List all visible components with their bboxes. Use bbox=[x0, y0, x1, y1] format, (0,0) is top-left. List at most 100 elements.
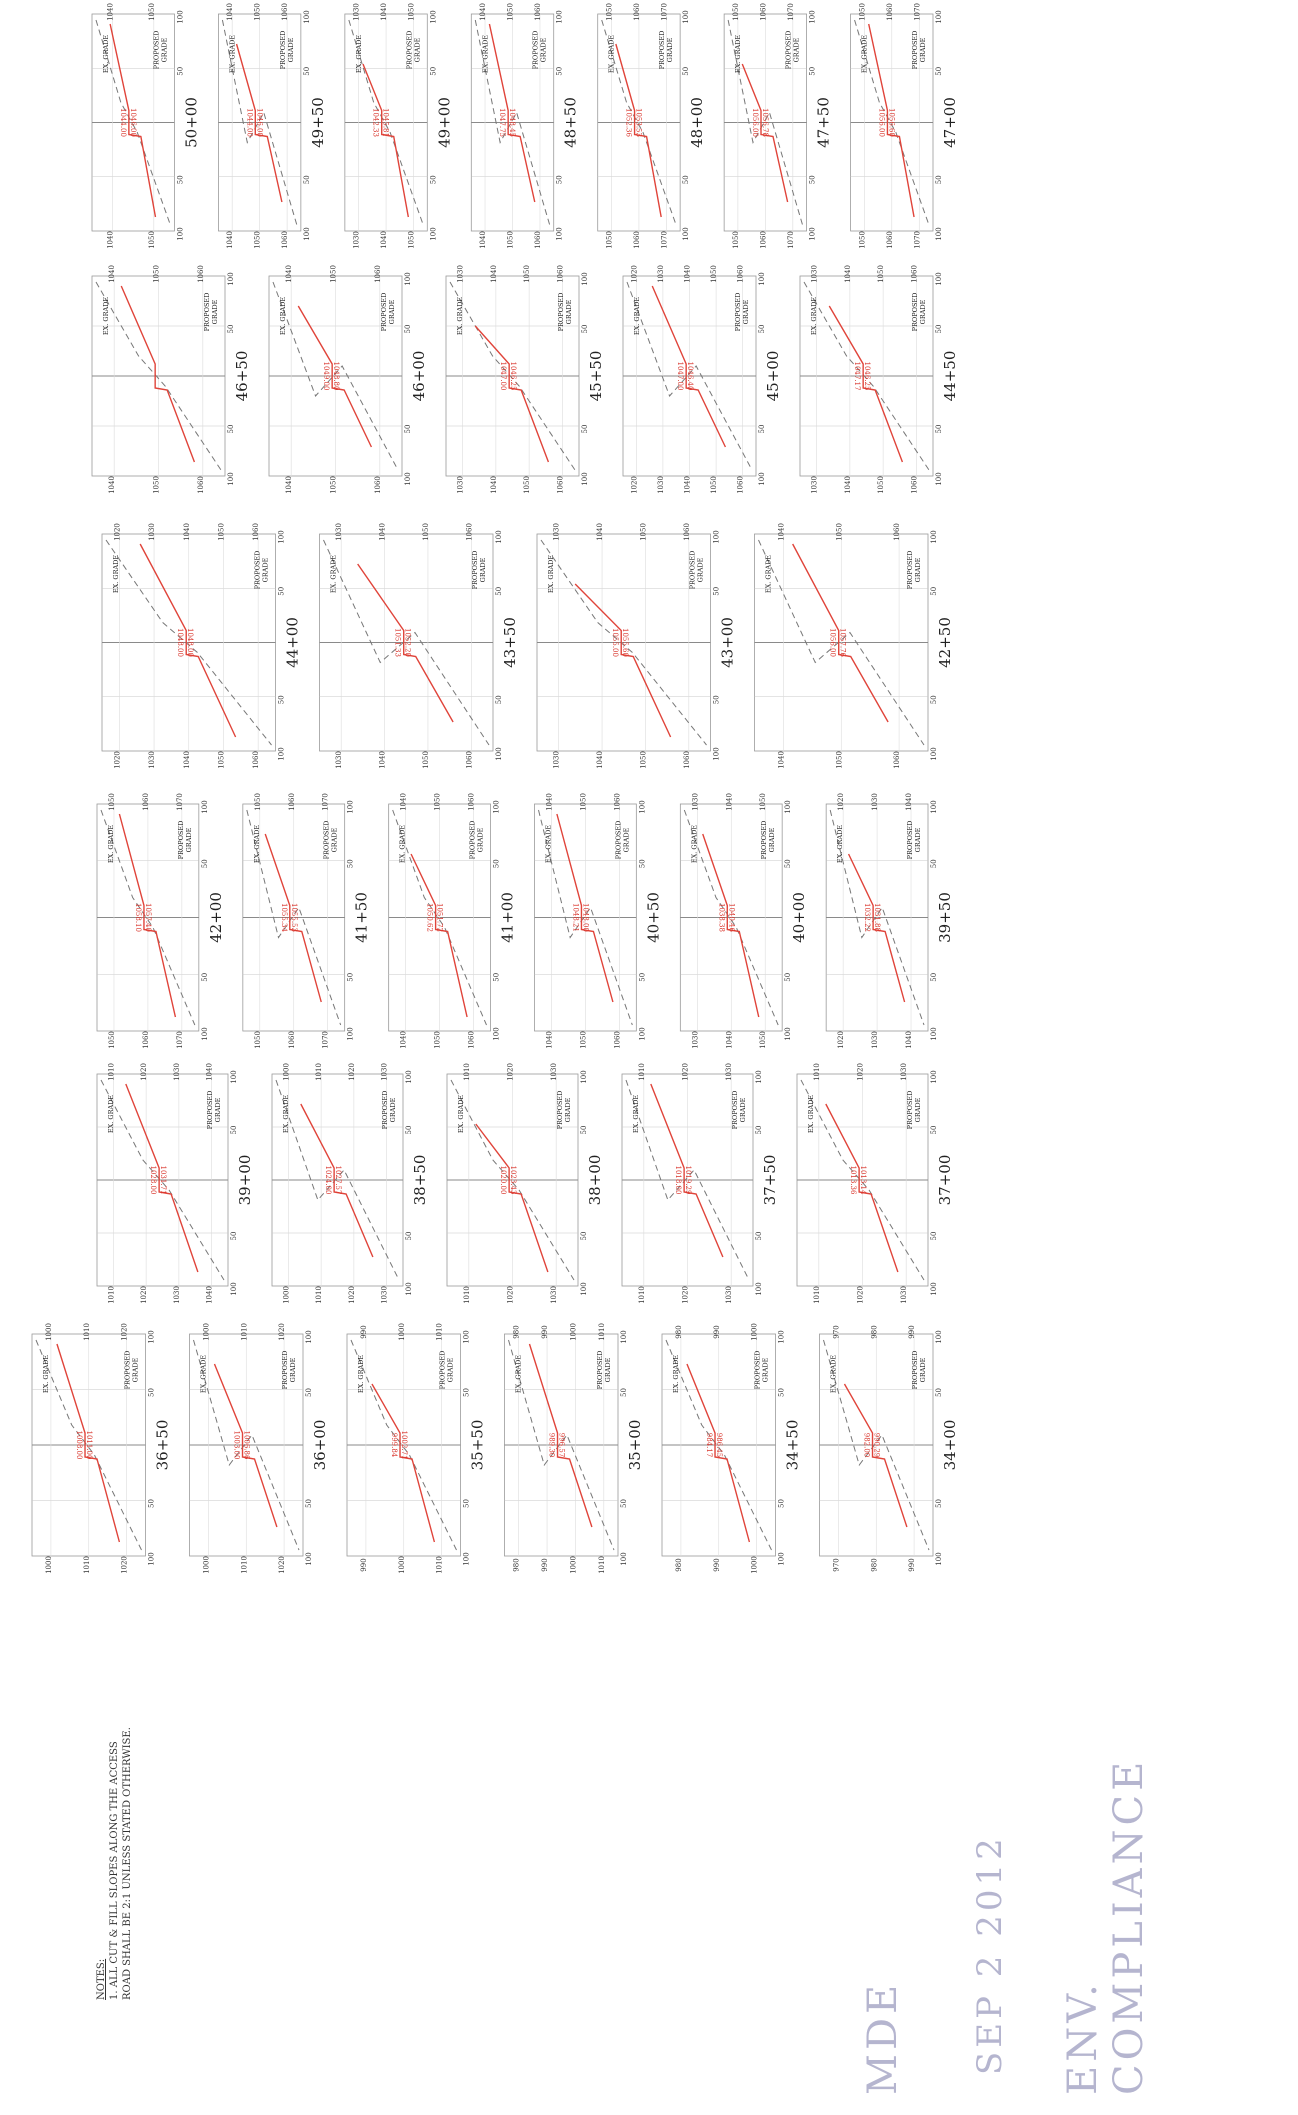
elevation-label: 1020 bbox=[121, 1556, 129, 1574]
elevation-label: 1040 bbox=[285, 476, 293, 494]
elevation-label: 1040 bbox=[684, 476, 692, 494]
proposed-grade-line bbox=[109, 23, 157, 218]
elevation-label: 1050 bbox=[254, 231, 262, 249]
elevation-label: 1010 bbox=[83, 1323, 91, 1341]
cross-section-panel: 10301030104010401050105010050501001038.3… bbox=[679, 793, 808, 1049]
elevation-label: 1030 bbox=[381, 1286, 389, 1304]
proposed-centerline-elevation: 1046.25 bbox=[509, 362, 517, 391]
station-label: 46+00 bbox=[410, 351, 428, 402]
offset-tick-label: 50 bbox=[493, 859, 501, 868]
offset-tick-label: 100 bbox=[495, 530, 503, 543]
ex-grade-callout: EX. GRADE bbox=[547, 555, 555, 593]
elevation-label: 1030 bbox=[335, 523, 343, 541]
ex-grade-callout: EX. GRADE bbox=[457, 1095, 465, 1133]
elevation-label: 1000 bbox=[751, 1556, 759, 1574]
offset-tick-label: 100 bbox=[784, 1027, 792, 1040]
elevation-label: 1010 bbox=[813, 1063, 821, 1081]
elevation-label: 1040 bbox=[107, 231, 115, 249]
elevation-label: 1010 bbox=[436, 1323, 444, 1341]
offset-tick-label: 50 bbox=[930, 973, 938, 982]
proposed-callout: PROPOSED bbox=[906, 821, 914, 860]
elevation-label: 1020 bbox=[113, 751, 121, 769]
offset-tick-label: 100 bbox=[148, 1552, 156, 1565]
cross-section-panel: 10401040105010501060106010050501001049.0… bbox=[268, 265, 428, 494]
proposed-grade-line bbox=[825, 1103, 899, 1273]
offset-tick-label: 100 bbox=[347, 800, 355, 813]
proposed-centerline-elevation: 1046.00 bbox=[129, 108, 137, 137]
offset-tick-label: 50 bbox=[176, 175, 184, 184]
elevation-label: 1020 bbox=[682, 1063, 690, 1081]
elevation-label: 1050 bbox=[710, 265, 718, 283]
ex-grade-callout: EX. GRADE bbox=[836, 825, 844, 863]
elevation-label: 1040 bbox=[844, 265, 852, 283]
proposed-centerline-elevation: 1046.40 bbox=[686, 362, 694, 391]
offset-tick-label: 100 bbox=[935, 272, 943, 285]
proposed-grade-line bbox=[213, 1363, 278, 1528]
existing-grade-line bbox=[538, 809, 633, 1026]
elevation-label: 1030 bbox=[725, 1286, 733, 1304]
proposed-centerline-elevation: 1057.40 bbox=[144, 903, 152, 932]
elevation-label: 1050 bbox=[523, 476, 531, 494]
elevation-label: 1010 bbox=[107, 1286, 115, 1304]
existing-centerline-elevation: 1047.00 bbox=[499, 362, 507, 391]
station-label: 44+00 bbox=[284, 617, 302, 668]
proposed-callout: PROPOSED bbox=[439, 1351, 447, 1390]
elevation-label: 1030 bbox=[553, 751, 561, 769]
existing-centerline-elevation: 1018.00 bbox=[674, 1166, 682, 1195]
offset-tick-label: 100 bbox=[930, 530, 938, 543]
proposed-callout: PROPOSED bbox=[469, 821, 477, 860]
elevation-label: 1050 bbox=[858, 231, 866, 249]
proposed-callout: PROPOSED bbox=[279, 31, 287, 70]
station-label: 42+00 bbox=[207, 892, 225, 943]
existing-grade-line bbox=[540, 539, 707, 746]
ex-grade-callout: EX. GRADE bbox=[545, 825, 553, 863]
ex-grade-callout: EX. GRADE bbox=[633, 297, 641, 335]
ex-grade-callout: EX. GRADE bbox=[357, 1355, 365, 1393]
proposed-callout: PROPOSED bbox=[323, 821, 331, 860]
stamp-line-2: SEP 2 2012 bbox=[970, 1834, 1010, 2075]
elevation-label: 1020 bbox=[507, 1286, 515, 1304]
elevation-label: 1030 bbox=[335, 751, 343, 769]
proposed-callout: GRADE bbox=[211, 299, 219, 324]
station-label: 47+50 bbox=[815, 97, 833, 148]
station-label: 37+00 bbox=[936, 1155, 954, 1206]
proposed-centerline-elevation: 1056.78 bbox=[761, 108, 769, 137]
station-label: 45+50 bbox=[587, 351, 605, 402]
elevation-label: 1040 bbox=[400, 793, 408, 811]
elevation-label: 1000 bbox=[282, 1286, 290, 1304]
existing-grade-line bbox=[35, 1339, 142, 1551]
existing-centerline-elevation: 1051.33 bbox=[394, 628, 402, 657]
proposed-centerline-elevation: 1019.29 bbox=[684, 1166, 692, 1195]
existing-grade-line bbox=[100, 1079, 225, 1281]
elevation-label: 1030 bbox=[353, 3, 361, 21]
proposed-grade-line bbox=[488, 23, 536, 203]
proposed-callout: GRADE bbox=[287, 37, 295, 62]
elevation-label: 980 bbox=[675, 1325, 683, 1338]
elevation-label: 1040 bbox=[479, 3, 487, 21]
offset-tick-label: 50 bbox=[581, 425, 589, 434]
offset-tick-label: 100 bbox=[556, 227, 564, 240]
proposed-callout: PROPOSED bbox=[177, 821, 185, 860]
proposed-callout: GRADE bbox=[565, 299, 573, 324]
proposed-callout: GRADE bbox=[289, 1357, 297, 1382]
elevation-label: 1030 bbox=[900, 1286, 908, 1304]
station-label: 44+50 bbox=[941, 351, 959, 402]
offset-tick-label: 50 bbox=[758, 325, 766, 334]
elevation-label: 1050 bbox=[434, 1031, 442, 1049]
proposed-grade-line bbox=[651, 285, 727, 448]
offset-tick-label: 100 bbox=[784, 800, 792, 813]
proposed-grade-line bbox=[410, 853, 468, 1018]
offset-tick-label: 100 bbox=[581, 472, 589, 485]
cross-section-panel: 10401040105010501060106010050501001047.7… bbox=[470, 3, 580, 249]
cross-section-panel: 10101010102010201030103010050501001013.3… bbox=[796, 1063, 954, 1304]
elevation-label: 1070 bbox=[787, 3, 795, 21]
elevation-label: 1050 bbox=[732, 231, 740, 249]
received-stamp: MDE SEP 2 2012 ENV. COMPLIANCE bbox=[850, 1725, 1180, 2115]
offset-tick-label: 100 bbox=[556, 10, 564, 23]
proposed-callout: PROPOSED bbox=[906, 551, 914, 590]
proposed-callout: GRADE bbox=[132, 1357, 140, 1382]
elevation-label: 1060 bbox=[288, 1031, 296, 1049]
existing-centerline-elevation: 1048.21 bbox=[571, 903, 579, 932]
offset-tick-label: 50 bbox=[930, 695, 938, 704]
